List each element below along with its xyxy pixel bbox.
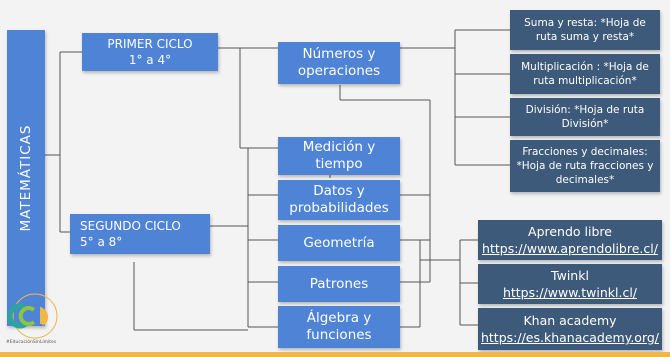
cycle-first-title: PRIMER CICLO xyxy=(107,37,193,51)
topic-numbers: Números y operaciones xyxy=(278,42,400,84)
subject-label: MATEMÁTICAS xyxy=(7,30,45,326)
roadmap-multiplication: Multiplicación : *Hoja de ruta multiplic… xyxy=(510,54,660,94)
cycle-second-title: SEGUNDO CICLO xyxy=(80,219,181,233)
topic-algebra-label: Álgebra y funciones xyxy=(306,310,372,343)
roadmap-division: División: *Hoja de ruta División* xyxy=(510,98,660,136)
topic-algebra: Álgebra y funciones xyxy=(278,306,400,348)
logo-mark-icon xyxy=(7,293,58,339)
topic-numbers-label: Números y operaciones xyxy=(297,46,381,79)
roadmap-fractions-label: Fracciones y decimales: *Hoja de ruta fr… xyxy=(516,146,654,186)
resource-aprendolibre-name: Aprendo libre xyxy=(528,224,612,239)
conectados-aprendo-logo: #EducaciónSinLímites xyxy=(4,290,66,350)
roadmap-addition: Suma y resta: *Hoja de ruta suma y resta… xyxy=(510,10,660,50)
topic-data: Datos y probabilidades xyxy=(278,180,400,220)
cycle-second-range: 5° a 8° xyxy=(80,235,123,249)
topic-geometry: Geometría xyxy=(278,225,400,261)
roadmap-division-label: División: *Hoja de ruta División* xyxy=(525,104,645,130)
roadmap-fractions: Fracciones y decimales: *Hoja de ruta fr… xyxy=(510,140,660,192)
resource-twinkl-link[interactable]: https://www.twinkl.cl/ xyxy=(502,285,638,300)
cycle-first: PRIMER CICLO 1° a 4° xyxy=(82,33,218,71)
roadmap-addition-label: Suma y resta: *Hoja de ruta suma y resta… xyxy=(524,17,646,43)
resource-khan-name: Khan academy xyxy=(523,313,617,328)
roadmap-multiplication-label: Multiplicación : *Hoja de ruta multiplic… xyxy=(521,61,649,87)
resource-khan-link[interactable]: https://es.khanacademy.org/ xyxy=(480,330,660,345)
resource-aprendolibre-link[interactable]: https://www.aprendolibre.cl/ xyxy=(482,241,658,256)
subject-title: MATEMÁTICAS xyxy=(18,124,34,232)
topic-measurement-label: Medición y tiempo xyxy=(302,139,376,172)
logo-hashtag: #EducaciónSinLímites xyxy=(6,340,57,345)
topic-measurement: Medición y tiempo xyxy=(278,137,400,175)
resource-twinkl-name: Twinkl xyxy=(551,268,589,283)
topic-patterns: Patrones xyxy=(278,266,400,302)
topic-patterns-label: Patrones xyxy=(309,275,369,292)
topic-data-label: Datos y probabilidades xyxy=(289,183,389,216)
resource-khan: Khan academy https://es.khanacademy.org/ xyxy=(478,308,662,350)
resource-aprendolibre: Aprendo libre https://www.aprendolibre.c… xyxy=(478,220,662,260)
topic-geometry-label: Geometría xyxy=(303,234,375,251)
cycle-first-range: 1° a 4° xyxy=(128,53,172,67)
accent-bar xyxy=(0,352,670,357)
resource-twinkl: Twinkl https://www.twinkl.cl/ xyxy=(478,264,662,304)
cycle-second: SEGUNDO CICLO 5° a 8° xyxy=(70,214,210,254)
